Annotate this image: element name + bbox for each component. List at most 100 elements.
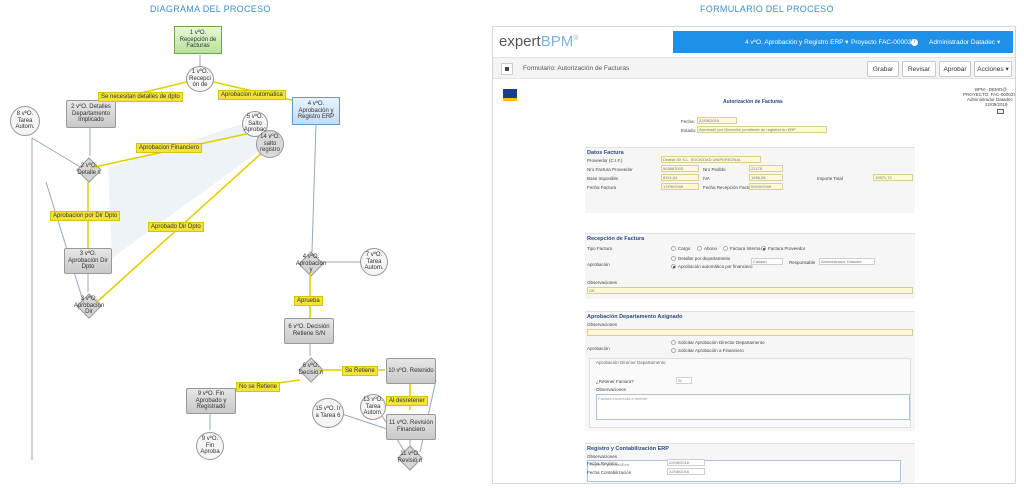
node-label: 2 vºO. Detalle s [77, 163, 101, 176]
radio-factura-interna[interactable] [723, 246, 728, 251]
fecha-registro-field[interactable]: 22/08/2016 [667, 459, 705, 466]
observaciones-textarea[interactable]: Factura incorrecta a retener [596, 394, 910, 420]
approve-button[interactable]: Aprobar [939, 61, 971, 77]
proveedor-field[interactable]: Dealsit Sir S.L. SOCIEDAD UNIPERSONAL [661, 156, 761, 163]
user-menu-caret-icon[interactable]: ▾ [997, 39, 1001, 46]
frecep-label: Fecha Recepción Factura [703, 185, 755, 190]
node-salto-registro[interactable]: 14 vºO. salto registro [256, 130, 284, 158]
node-label: 14 vºO. salto registro [259, 133, 280, 154]
radio-cargo[interactable] [671, 246, 676, 251]
node-ir-a-tarea-6[interactable]: 15 vºO. Ir a Tarea 6 [312, 398, 344, 428]
node-detalles-gateway[interactable]: 2 vºO. Detalle s [76, 158, 102, 182]
process-diagram: 1 vºO. Recepción de Facturas 1 vºO. Rece… [0, 0, 470, 488]
responsable-select[interactable]: Administrador Datadec [819, 258, 875, 265]
node-fin-aprobado[interactable]: 9 vºO. Fin Aprobado y Registrado [186, 388, 236, 414]
info-icon[interactable]: i [911, 38, 918, 46]
node-revision-financiero[interactable]: 11 vºO. Revisión Financiero [386, 414, 436, 440]
project-link[interactable]: Proyecto FAC-000037 [851, 38, 915, 46]
radio-solicitar-director[interactable] [671, 340, 676, 345]
node-decision-gateway[interactable]: 6 vºO. Decisió n [298, 358, 324, 382]
task-menu[interactable]: 4 vºO. Aprobación y Registro ERP ▾ [745, 39, 849, 46]
app-logo: expertBPM® [499, 33, 579, 50]
radio-aprobacion-automatica[interactable] [671, 264, 676, 269]
radio-solicitar-financiero[interactable] [671, 348, 676, 353]
radio-detallar-departamento[interactable] [671, 256, 676, 261]
user-menu[interactable]: Administrador Datadec [929, 38, 996, 46]
tipo-factura-label: Tipo Factura [587, 246, 613, 251]
node-aprobacion-dir-gateway[interactable]: 3 vºO. Aprobación Dir [72, 294, 106, 318]
edge-label: Al desretener [386, 396, 428, 406]
registro-observaciones-textarea[interactable]: Registrar y contabilizar [587, 460, 901, 482]
node-tarea-autom-13[interactable]: 13 vºO. Tarea Autom. [360, 394, 386, 420]
node-label: 6 vºO. Decisió n [298, 363, 324, 376]
section-registro-erp: Registro y Contabilización ERP Observaci… [585, 443, 915, 483]
node-fin-aprobado-end[interactable]: 9 vºO. Fin Aproba [196, 432, 224, 460]
radio-abono[interactable] [697, 246, 702, 251]
node-revision-gateway[interactable]: 11 vºO. Revisió n [396, 446, 424, 470]
edge-label: Se necesitan detalles de dpto [98, 92, 183, 102]
section-datos-factura: Datos Factura Proveedor (C.I.F.) Dealsit… [585, 147, 915, 213]
calidad-select[interactable]: Calidad [751, 258, 783, 265]
node-aprobacion-registro-gateway[interactable]: 4 vºO. Aprobación y [296, 252, 326, 276]
node-aprobacion-registro-erp[interactable]: 4 vºO. Aprobación y Registro ERP [292, 97, 340, 125]
fecha-contabilizacion-label: Fecha Contabilización [587, 470, 632, 475]
node-retenido[interactable]: 10 vºO. Retenido [386, 358, 436, 384]
actions-button[interactable]: Acciones ▾ [974, 61, 1012, 77]
review-button[interactable]: Revisar [902, 61, 936, 77]
node-label: 6 vºO. Decisión Retiene S/N [288, 324, 330, 337]
fecha-field[interactable]: 22/08/2019 [697, 117, 737, 124]
edge-label: Se Retiene [342, 366, 378, 376]
frecep-field[interactable]: 09/09/2009 [749, 183, 783, 190]
print-icon[interactable] [997, 109, 1004, 114]
radio-label: Solicitar Aprobación a Financiero [678, 348, 744, 353]
radio-label: Factura Proveedor [768, 246, 806, 251]
highlight-area [108, 118, 260, 258]
node-label: 11 vºO. Revisión Financiero [388, 420, 434, 433]
ffactura-field[interactable]: 17/09/2009 [661, 183, 699, 190]
save-button[interactable]: Grabar [867, 61, 899, 77]
node-label: 4 vºO. Aprobación y Registro ERP [297, 100, 335, 121]
observaciones-field[interactable] [587, 329, 913, 336]
npedido-field[interactable]: 22175 [749, 165, 783, 172]
section-title: Datos Factura [587, 150, 624, 156]
base-field[interactable]: 8114,54 [661, 174, 699, 181]
responsable-label: Responsable [789, 260, 816, 265]
doc-meta-line: BPM - DEMO@ [975, 87, 1007, 92]
fecha-contabilizacion-field[interactable]: 22/08/2016 [667, 468, 705, 475]
radio-label: Solicitar Aprobación Director Departamen… [678, 340, 765, 345]
estado-select[interactable]: Aprobado por Dirección pendiente de regi… [697, 126, 827, 133]
document: Autorización de Facturas BPM - DEMO@ PRO… [501, 85, 1015, 483]
observaciones-field[interactable]: OK [587, 287, 913, 294]
edge-label: Aprobacion Automatica [218, 90, 286, 100]
subsection-title: Aprobación Director Departamento [596, 360, 666, 365]
node-tarea-autom-7[interactable]: 7 vºO. Tarea Autom. [360, 248, 388, 276]
node-detalles-departamento[interactable]: 2 vºO. Detalles Departamento Implicado [66, 100, 116, 128]
retener-select[interactable]: Si [676, 377, 692, 384]
node-label: 9 vºO. Fin Aproba [200, 435, 220, 456]
diagram-title: DIAGRAMA DEL PROCESO [150, 4, 271, 14]
iva-field[interactable]: 1456,28 [749, 174, 783, 181]
node-tarea-autom-8[interactable]: 8 vºO. Tarea Autom. [10, 106, 40, 136]
node-decision-retiene[interactable]: 6 vºO. Decisión Retiene S/N [284, 318, 334, 344]
node-recepcion-facturas[interactable]: 1 vºO. Recepción de Facturas [174, 26, 222, 54]
observaciones-label: Observaciones [596, 387, 627, 392]
section-aprobacion-departamento: Aprobación Departamento Asignado Observa… [585, 311, 915, 431]
nfp-field[interactable]: 903887003 [661, 165, 699, 172]
section-title: Recepción de Factura [587, 236, 645, 242]
grid-icon[interactable] [501, 63, 513, 75]
node-label: 11 vºO. Revisió n [397, 451, 423, 464]
total-field[interactable]: 10571,72 [873, 174, 913, 181]
node-label: 7 vºO. Tarea Autom. [364, 251, 384, 272]
radio-label: Aprobación automática por financiero [678, 264, 753, 269]
ffactura-label: Fecha Factura [587, 185, 617, 190]
section-title: Registro y Contabilización ERP [587, 446, 669, 452]
radio-factura-proveedor[interactable] [761, 246, 766, 251]
node-recepcion-gateway[interactable]: 1 vºO. Recepci ón de [186, 66, 214, 92]
observaciones-label: Observaciones [587, 322, 618, 327]
node-aprobacion-dir-dpto[interactable]: 3 vºO. Aprobación Dir Dpto [64, 248, 112, 274]
nfp-label: Nro Factura Proveedor [587, 167, 633, 172]
edge-label: Aprobacion por Dir Dpto [50, 211, 121, 221]
node-label: 2 vºO. Detalles Departamento Implicado [71, 103, 111, 124]
node-label: 3 vºO. Aprobación Dir Dpto [68, 250, 108, 271]
form-title: FORMULARIO DEL PROCESO [700, 4, 834, 14]
